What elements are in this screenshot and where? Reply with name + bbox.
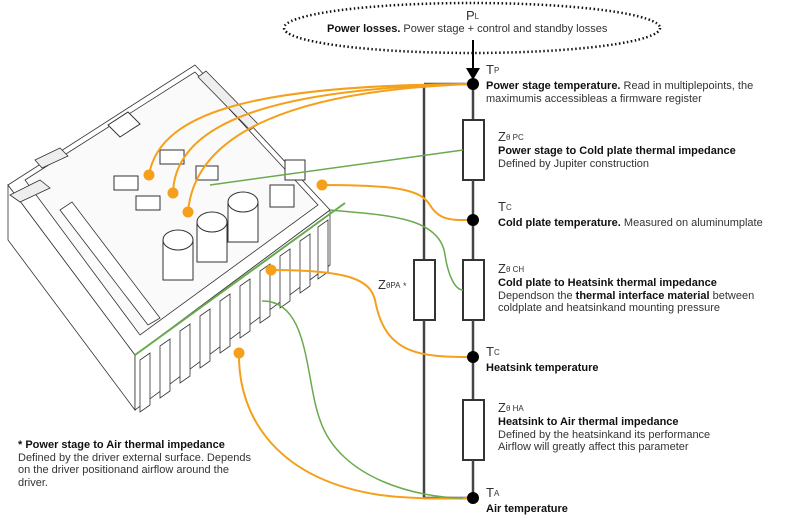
tp-description: Power stage temperature. Read in multipl… <box>486 80 753 105</box>
tp-text: Read in multiplepoints, the <box>620 80 754 92</box>
resistor-zha <box>462 399 485 461</box>
tc-plate-text: Measured on aluminumplate <box>620 217 763 229</box>
tp-title: Power stage temperature. <box>486 80 621 92</box>
zch-title: Cold plate to Heatsink thermal impedance <box>498 277 717 289</box>
ta-description: Air temperature <box>486 503 568 516</box>
node-tc-heatsink <box>467 351 479 363</box>
lead-tp-3 <box>187 83 474 213</box>
lead-tc-heatsink <box>270 269 474 358</box>
node-ta <box>467 492 479 504</box>
zch-description: Cold plate to Heatsink thermal impedance… <box>498 277 754 315</box>
ta-symbol: TA <box>486 485 500 502</box>
zha-line2: Airflow will greatly affect this paramet… <box>498 441 689 453</box>
zha-description: Heatsink to Air thermal impedance Define… <box>498 416 710 454</box>
resistor-zpc <box>462 119 485 181</box>
zpa-symbol-main: Z <box>378 277 386 292</box>
sensor-dot-2 <box>167 187 179 199</box>
tc-plate-title: Cold plate temperature. <box>498 217 621 229</box>
resistor-zch <box>462 259 485 321</box>
driver-illustration <box>7 64 331 413</box>
tp-symbol-main: T <box>486 62 494 77</box>
zch-line1-post: between <box>709 289 755 302</box>
tc-heatsink-description: Heatsink temperature <box>486 362 599 375</box>
zch-symbol-main: Z <box>498 261 506 276</box>
tp-symbol: TP <box>486 62 500 79</box>
ta-symbol-sub: A <box>493 489 500 498</box>
zha-symbol-sub: θ HA <box>505 404 524 413</box>
cold-plate-heatsink-interface <box>134 202 346 356</box>
lead-zha <box>261 300 464 499</box>
zpc-line1: Defined by Jupiter construction <box>498 157 650 170</box>
sensor-dot-3 <box>182 206 194 218</box>
tp-symbol-sub: P <box>493 66 500 75</box>
ta-title: Air temperature <box>486 503 568 515</box>
node-tp <box>467 78 479 90</box>
tc-heatsink-symbol-sub: C <box>493 348 500 357</box>
sensor-dot-air <box>233 347 245 359</box>
sensor-dot-cold-plate <box>316 179 328 191</box>
zpc-title: Power stage to Cold plate thermal impeda… <box>498 145 736 157</box>
footnote-line2: on the driver positionand airflow around… <box>18 464 229 476</box>
lead-ta <box>237 352 474 500</box>
tc-heatsink-symbol: TC <box>486 344 500 361</box>
zch-line2: coldplate and heatsinkand mounting press… <box>498 302 720 314</box>
footnote-title: * Power stage to Air thermal impedance <box>18 439 225 451</box>
zha-symbol: Zθ HA <box>498 400 524 417</box>
tp-text2: maximumis accessibleas a firmware regist… <box>486 92 702 105</box>
zha-symbol-main: Z <box>498 400 506 415</box>
pl-symbol: PL <box>466 8 480 25</box>
zch-line1-pre: Dependson the <box>498 289 576 302</box>
lead-tc-plate <box>321 184 474 222</box>
pl-description: Power losses. Power stage + control and … <box>327 23 607 36</box>
power-flow-arrowhead <box>466 68 480 80</box>
zha-line1: Defined by the heatsinkand its performan… <box>498 428 711 441</box>
zpc-symbol-sub: θ PC <box>505 133 524 142</box>
pl-symbol-sub: L <box>474 12 480 21</box>
tc-heatsink-title: Heatsink temperature <box>486 362 599 374</box>
lead-zpc <box>209 149 464 186</box>
lead-zch <box>329 209 464 291</box>
zpc-description: Power stage to Cold plate thermal impeda… <box>498 145 736 170</box>
sensor-dot-heatsink <box>265 264 277 276</box>
sensor-dot-1 <box>143 169 155 181</box>
zha-title: Heatsink to Air thermal impedance <box>498 416 679 428</box>
tc-plate-symbol: TC <box>498 199 512 216</box>
footnote: * Power stage to Air thermal impedance D… <box>18 439 251 489</box>
ta-symbol-main: T <box>486 485 494 500</box>
resistor-zpa <box>413 259 436 321</box>
pl-symbol-main: P <box>466 8 475 23</box>
pl-title: Power losses. <box>327 23 401 35</box>
footnote-line1: Defined by the driver external surface. … <box>18 451 251 464</box>
node-tc-plate <box>467 214 479 226</box>
tc-plate-description: Cold plate temperature. Measured on alum… <box>498 217 763 230</box>
zch-symbol: Zθ CH <box>498 261 525 278</box>
zch-symbol-sub: θ CH <box>505 265 525 274</box>
zpa-symbol-sub: θPA <box>385 281 401 290</box>
zpa-mark: * <box>400 281 407 291</box>
lead-tp-1 <box>148 83 474 176</box>
zpa-symbol: ZθPA * <box>378 277 407 294</box>
zch-line1-bold: thermal interface material <box>575 289 710 302</box>
pl-text: Power stage + control and standby losses <box>400 23 608 35</box>
zpc-symbol-main: Z <box>498 129 506 144</box>
tc-plate-symbol-sub: C <box>505 203 512 212</box>
lead-tp-2 <box>172 83 474 194</box>
tc-plate-symbol-main: T <box>498 199 506 214</box>
zpc-symbol: Zθ PC <box>498 129 524 146</box>
footnote-line3: driver. <box>18 476 48 489</box>
tc-heatsink-symbol-main: T <box>486 344 494 359</box>
